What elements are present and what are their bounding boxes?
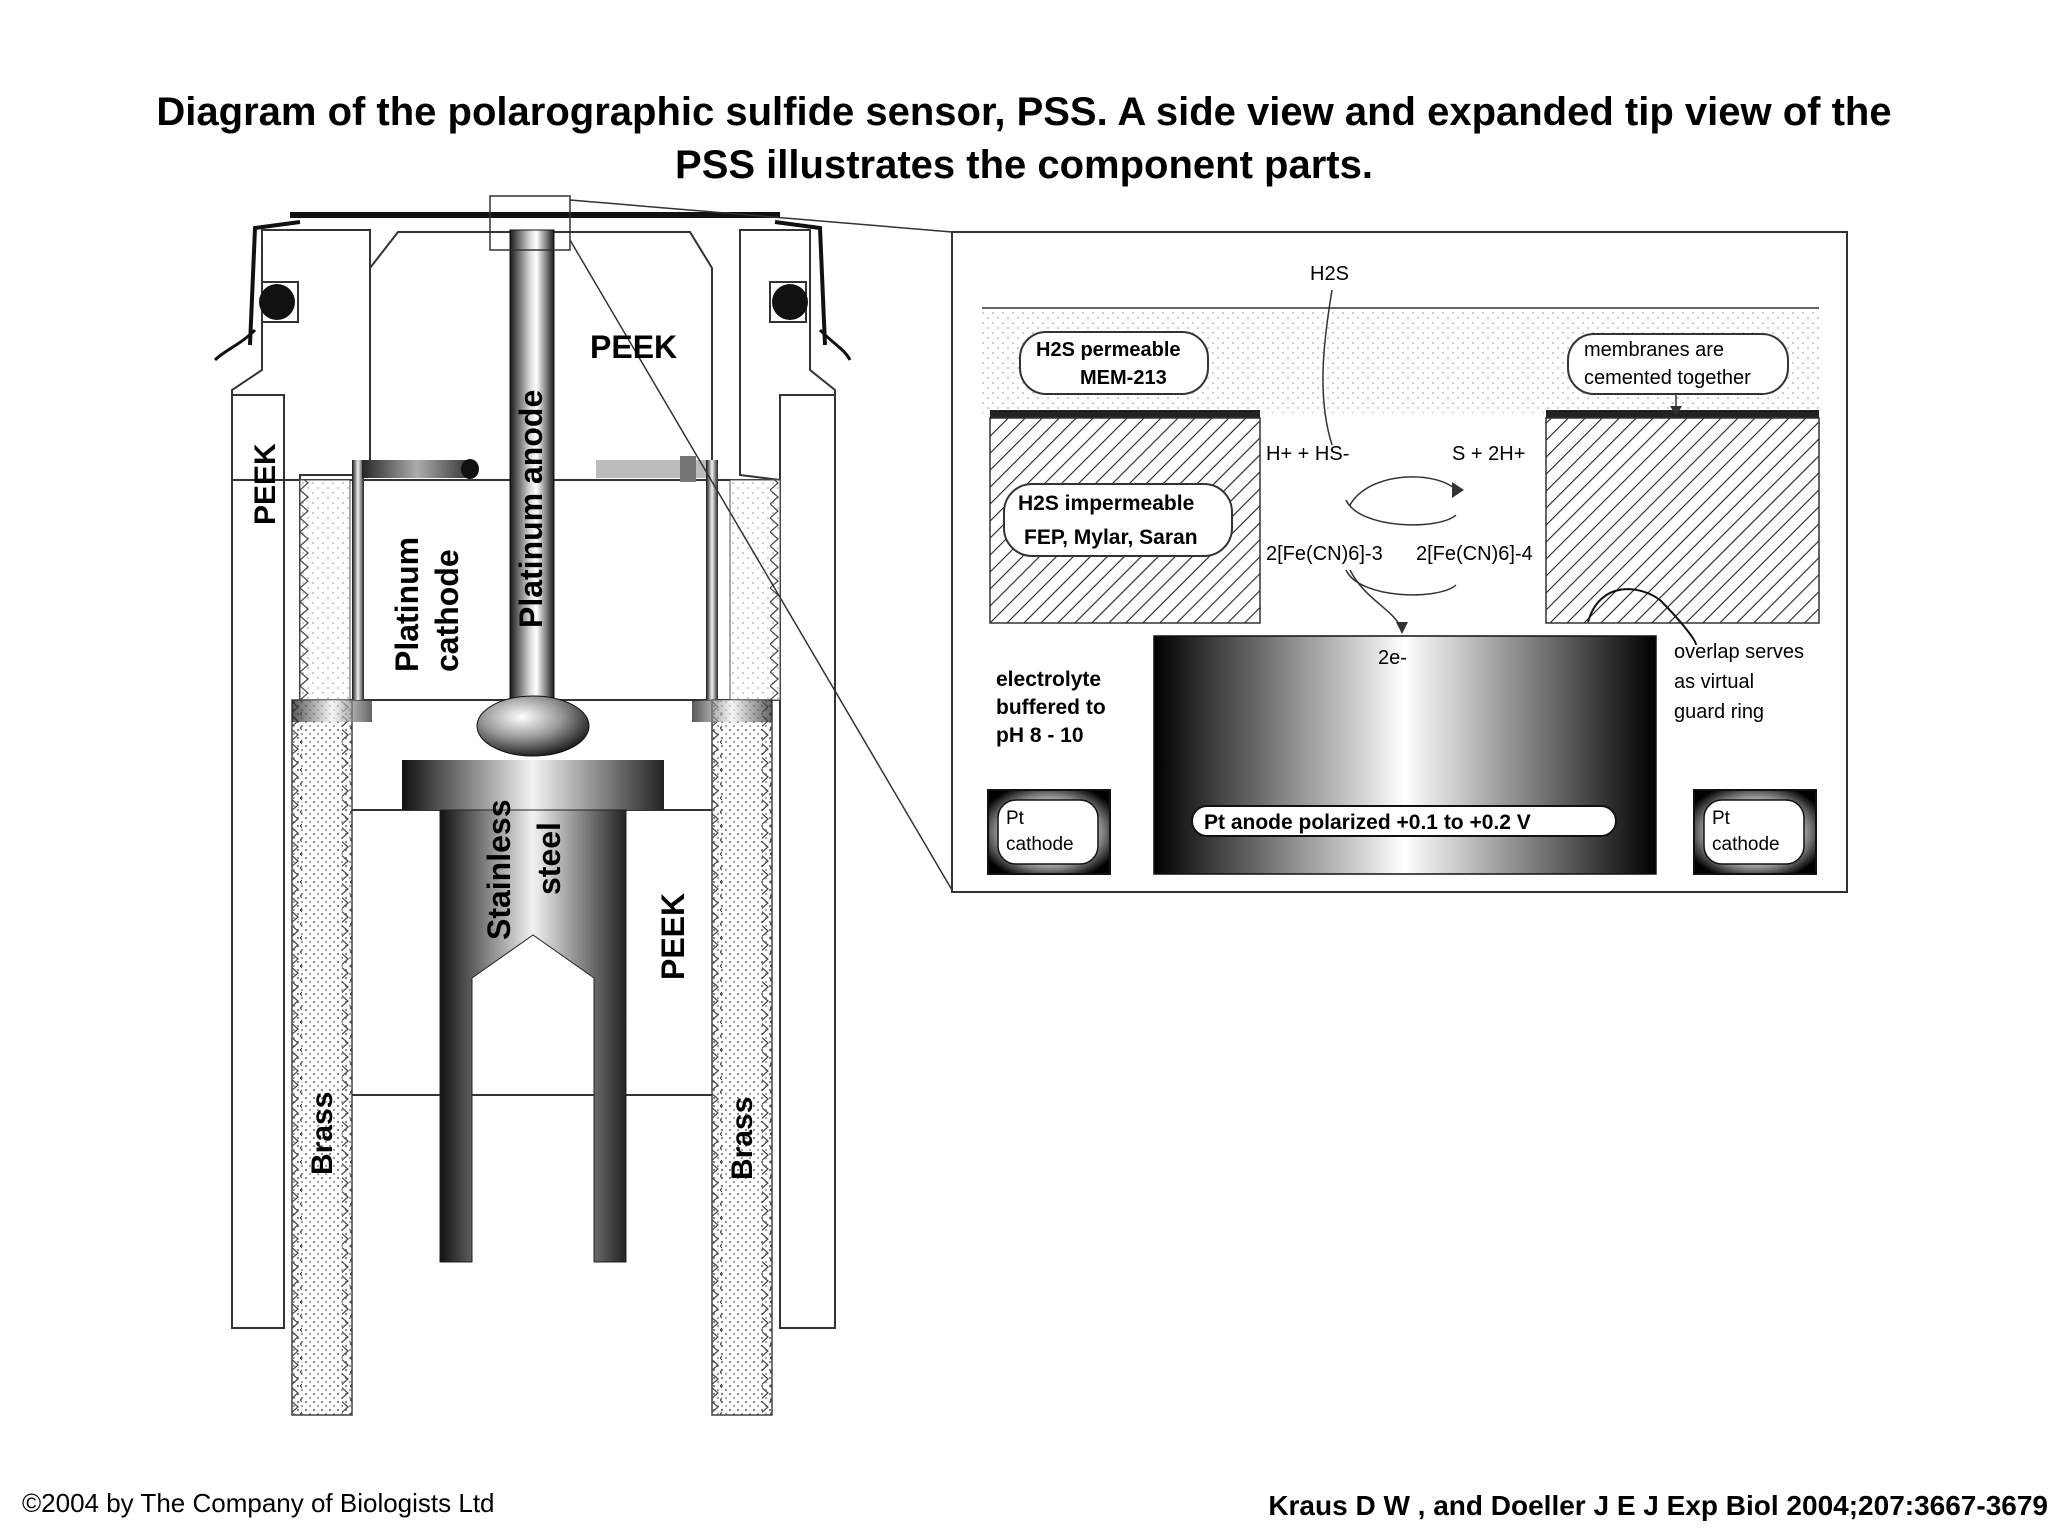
label-electrolyte-2: buffered to xyxy=(996,696,1106,719)
platinum-anode-rod xyxy=(509,229,555,711)
tip-view: H2S H2S permeable MEM-213 membranes are … xyxy=(951,231,1848,893)
label-stainless-1: Stainless xyxy=(481,799,517,940)
label-electrolyte-1: electrolyte xyxy=(996,668,1101,691)
impermeable-block-right xyxy=(1545,417,1820,624)
label-electrolyte-3: pH 8 - 10 xyxy=(996,724,1084,747)
peek-housing-outline-right xyxy=(779,394,836,1329)
label-h2s-top: H2S xyxy=(1310,263,1349,285)
label-ferro: 2[Fe(CN)6]-4 xyxy=(1416,543,1533,565)
label-stainless-2: steel xyxy=(531,822,567,895)
peek-housing-outline xyxy=(231,394,285,1329)
label-overlap-2: as virtual xyxy=(1674,671,1754,693)
housing-shoulder xyxy=(231,229,371,481)
label-peek-left: PEEK xyxy=(249,443,282,525)
label-permeable-2: MEM-213 xyxy=(1080,367,1167,389)
housing-shoulder-right xyxy=(739,229,836,481)
label-cathode-right-2: cathode xyxy=(1712,834,1780,855)
label-cathode-right-1: Pt xyxy=(1712,808,1731,829)
label-ferri: 2[Fe(CN)6]-3 xyxy=(1266,543,1383,565)
label-permeable-1: H2S permeable xyxy=(1036,339,1181,361)
cathode-wire-left xyxy=(352,460,364,700)
tip-callout-box xyxy=(489,195,571,251)
label-cathode-left-2: cathode xyxy=(1006,834,1074,855)
label-platinum-anode: Platinum anode xyxy=(513,390,549,628)
citation: Kraus D W , and Doeller J E J Exp Biol 2… xyxy=(1268,1490,2048,1521)
label-platinum-cathode-1: Platinum xyxy=(389,537,425,672)
label-platinum-cathode-2: cathode xyxy=(429,549,465,672)
figure-title: Diagram of the polarographic sulfide sen… xyxy=(60,86,1988,192)
label-reaction-left: H+ + HS- xyxy=(1266,443,1349,465)
cap-left xyxy=(248,220,301,346)
cap-right xyxy=(774,220,827,346)
label-cathode-left-1: Pt xyxy=(1006,808,1025,829)
label-peek-lower: PEEK xyxy=(655,893,691,980)
title-line-2: PSS illustrates the component parts. xyxy=(675,143,1373,187)
stainless-steel-pin xyxy=(439,809,627,1263)
pt-anode xyxy=(1153,635,1657,875)
steel-collar xyxy=(402,760,664,810)
o-ring-right xyxy=(772,284,808,320)
label-overlap-3: guard ring xyxy=(1674,701,1764,723)
label-brass-right: Brass xyxy=(726,1097,759,1180)
cathode-wire-right xyxy=(706,460,718,700)
side-view: PEEK PEEK Platinum anode Platinum cathod… xyxy=(213,195,953,1416)
copyright-notice: ©2004 by The Company of Biologists Ltd xyxy=(22,1488,495,1518)
title-line-1: Diagram of the polarographic sulfide sen… xyxy=(156,90,1892,134)
label-anode: Pt anode polarized +0.1 to +0.2 V xyxy=(1204,811,1531,834)
anode-weld-bead xyxy=(476,695,590,757)
label-impermeable-1: H2S impermeable xyxy=(1018,492,1194,515)
label-overlap-1: overlap serves xyxy=(1674,641,1804,663)
label-brass-left: Brass xyxy=(306,1092,339,1175)
o-ring-left xyxy=(259,284,295,320)
label-impermeable-2: FEP, Mylar, Saran xyxy=(1024,526,1198,549)
label-membranes-1: membranes are xyxy=(1584,339,1724,361)
cap-membrane xyxy=(290,212,780,218)
label-reaction-right: S + 2H+ xyxy=(1452,443,1525,465)
label-electrons: 2e- xyxy=(1378,647,1407,669)
label-peek-top: PEEK xyxy=(590,329,677,365)
label-membranes-2: cemented together xyxy=(1584,367,1751,389)
